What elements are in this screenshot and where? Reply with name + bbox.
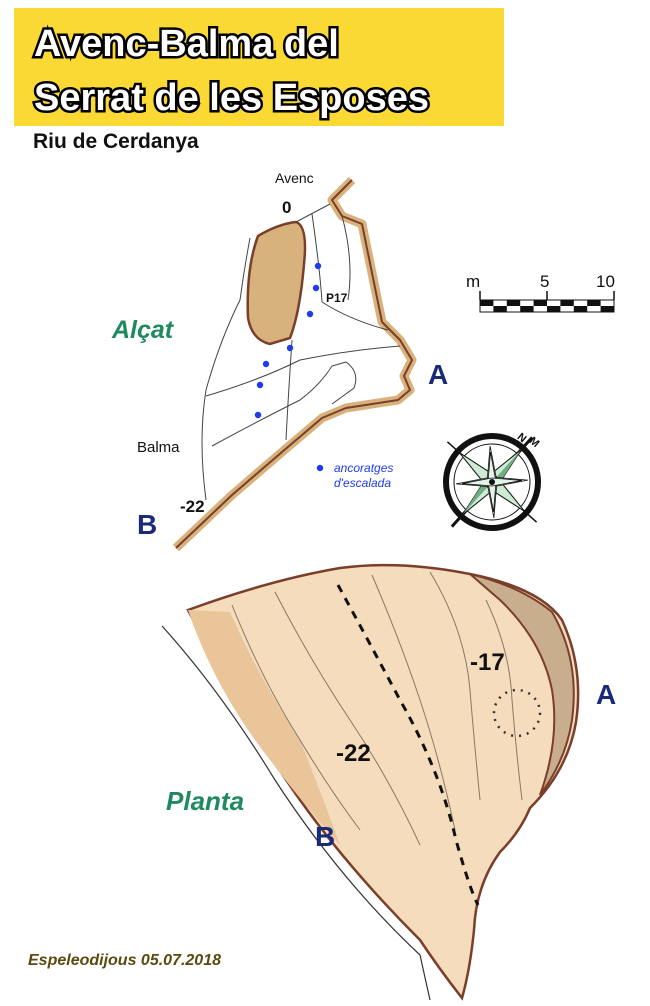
legend-anchor-dot xyxy=(316,464,324,472)
scale-tick-5-label: 5 xyxy=(540,272,549,291)
scale-unit-label: m xyxy=(466,272,480,291)
plan-traverse-line xyxy=(336,584,480,906)
elevation-wall-line xyxy=(175,179,413,549)
title-banner xyxy=(14,8,504,126)
plan-point-a: A xyxy=(596,679,616,710)
footer-credit: Espeleodijous 05.07.2018 xyxy=(28,952,221,969)
title-line-2: Serrat de les Esposes xyxy=(34,77,429,119)
pitch-label: P17 xyxy=(326,291,348,305)
compass-rose xyxy=(443,433,541,531)
plan-floor xyxy=(186,563,580,1001)
anchor-legend: ancoratges d'escalada xyxy=(316,461,393,490)
elevation-point-b: B xyxy=(137,509,157,540)
plan-point-b: B xyxy=(315,821,335,852)
legend-line-1: ancoratges xyxy=(334,461,393,475)
plan-upper-ledge xyxy=(469,573,575,796)
compass-magnetic-label: M xyxy=(527,435,542,450)
plan-contours xyxy=(231,571,523,846)
elevation-section-lines xyxy=(201,203,401,501)
shelter-label: Balma xyxy=(137,439,180,456)
elevation-point-a: A xyxy=(428,359,448,390)
legend-line-2: d'escalada xyxy=(334,476,391,490)
scale-tick-10-label: 10 xyxy=(596,272,615,291)
plan-view-label: Planta xyxy=(166,786,244,816)
entrance-label: Avenc xyxy=(275,170,314,186)
title-svg: Avenc-Balma del Serrat de les Esposes xyxy=(32,21,432,122)
plan-band-1 xyxy=(188,610,340,845)
scale-bar: m 5 10 xyxy=(466,272,615,313)
plan-sinkhole xyxy=(492,688,542,738)
plan-depth-a-label: -17 xyxy=(470,649,505,676)
subtitle: Riu de Cerdanya xyxy=(33,130,199,153)
elevation-boulder xyxy=(246,220,307,346)
plan-depth-b-label: -22 xyxy=(336,740,371,767)
elevation-view-label: Alçat xyxy=(111,316,175,344)
elevation-anchor-dots xyxy=(254,262,322,419)
plan-view: -17 -22 Planta A B xyxy=(161,563,616,1001)
title-line-1: Avenc-Balma del xyxy=(34,23,339,65)
depth-bottom-label: -22 xyxy=(180,497,205,516)
elevation-view: Avenc 0 P17 Alçat Balma -22 A B xyxy=(111,170,448,552)
depth-top-label: 0 xyxy=(282,198,291,217)
plan-outline-b xyxy=(161,625,431,1001)
